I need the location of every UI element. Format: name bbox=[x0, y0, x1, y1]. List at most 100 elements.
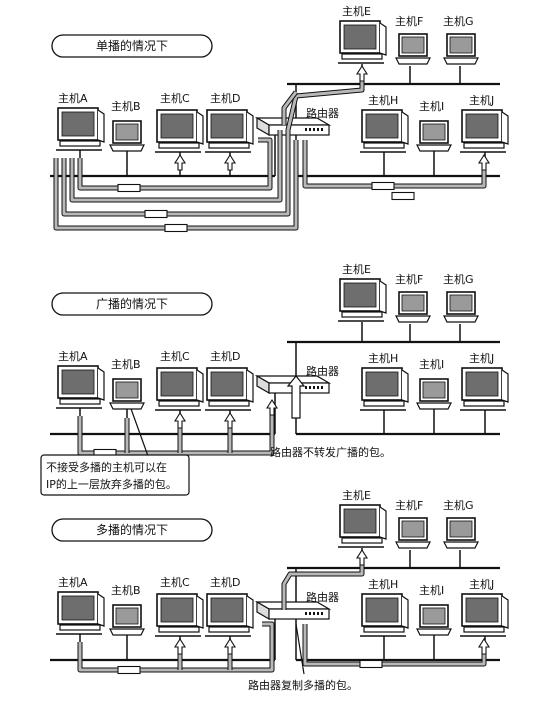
computer-icon bbox=[56, 591, 105, 635]
host-label-f: 主机F bbox=[395, 498, 423, 512]
host-label-d: 主机D bbox=[210, 575, 240, 589]
cable-fill bbox=[78, 408, 274, 455]
screen bbox=[160, 371, 194, 397]
computer-icon bbox=[443, 517, 479, 549]
screen bbox=[465, 371, 499, 397]
host-label-d: 主机D bbox=[210, 349, 240, 363]
screen bbox=[115, 381, 139, 399]
computer-icon bbox=[109, 120, 145, 152]
computer-icon bbox=[360, 367, 409, 411]
host-label-h: 主机H bbox=[368, 577, 398, 591]
screen bbox=[365, 597, 399, 623]
host-label-j: 主机J bbox=[469, 93, 494, 107]
router-icon bbox=[254, 600, 332, 621]
cable-fill bbox=[62, 70, 364, 216]
computer-icon bbox=[460, 593, 509, 637]
packet-icon bbox=[391, 191, 415, 201]
host-label-e: 主机E bbox=[342, 488, 371, 502]
packet-icon bbox=[144, 209, 168, 219]
host-label-f: 主机F bbox=[395, 14, 423, 28]
host-label-e: 主机E bbox=[342, 4, 371, 18]
computer-icon bbox=[443, 33, 479, 65]
host-label-a: 主机A bbox=[58, 91, 88, 105]
computer-icon bbox=[360, 593, 409, 637]
computer-icon bbox=[109, 604, 145, 636]
arrow-up-icon bbox=[478, 153, 490, 171]
screen bbox=[61, 111, 95, 137]
screen bbox=[115, 607, 139, 625]
host-label-e: 主机E bbox=[342, 262, 371, 276]
arrow-up-icon bbox=[266, 398, 278, 416]
packet-icon bbox=[117, 183, 141, 193]
panel-title: 单播的情况下 bbox=[96, 38, 168, 53]
computer-icon bbox=[205, 593, 254, 637]
cable-fill bbox=[78, 138, 272, 190]
computer-icon bbox=[416, 120, 452, 152]
screen bbox=[160, 113, 194, 139]
host-label-g: 主机G bbox=[443, 272, 474, 286]
arrow-up-icon bbox=[478, 637, 490, 655]
computer-icon bbox=[155, 109, 204, 153]
computer-icon bbox=[155, 593, 204, 637]
arrow-up-icon bbox=[174, 637, 186, 655]
computer-icon bbox=[109, 378, 145, 410]
computer-icon bbox=[56, 365, 105, 409]
screen bbox=[343, 282, 377, 308]
cable-fill bbox=[282, 554, 364, 610]
cable-fill bbox=[282, 91, 298, 125]
screen bbox=[422, 381, 446, 399]
host-label-b: 主机B bbox=[111, 357, 141, 371]
host-label-g: 主机G bbox=[443, 14, 474, 28]
computer-icon bbox=[443, 291, 479, 323]
screen bbox=[115, 123, 139, 141]
computer-icon bbox=[395, 33, 431, 65]
cable-fill bbox=[70, 130, 282, 202]
screen bbox=[401, 520, 425, 538]
arrow-up-icon bbox=[224, 153, 236, 171]
packet-icon bbox=[117, 665, 141, 675]
screen bbox=[365, 113, 399, 139]
host-label-a: 主机A bbox=[58, 349, 88, 363]
host-label-c: 主机C bbox=[160, 575, 190, 589]
screen bbox=[365, 371, 399, 397]
panel-title-badge: 多播的情况下 bbox=[51, 518, 213, 542]
host-label-i: 主机I bbox=[419, 99, 444, 113]
screen bbox=[210, 113, 244, 139]
computer-icon bbox=[360, 109, 409, 153]
screen bbox=[449, 36, 473, 54]
host-label-d: 主机D bbox=[210, 91, 240, 105]
computer-icon bbox=[395, 517, 431, 549]
cable-outline bbox=[77, 408, 275, 456]
computer-icon bbox=[338, 20, 387, 64]
screen bbox=[210, 597, 244, 623]
screen bbox=[401, 36, 425, 54]
computer-icon bbox=[416, 378, 452, 410]
arrow-up-icon bbox=[356, 548, 368, 566]
callout-line-1: 不接受多播的主机可以在 bbox=[46, 460, 167, 474]
arrow-up-icon bbox=[356, 64, 368, 82]
arrow-up-icon bbox=[174, 411, 186, 429]
screen bbox=[160, 597, 194, 623]
host-label-h: 主机H bbox=[368, 351, 398, 365]
screen bbox=[449, 520, 473, 538]
screen bbox=[449, 294, 473, 312]
computer-icon bbox=[460, 109, 509, 153]
screen bbox=[422, 123, 446, 141]
blocked-arrow-icon bbox=[286, 375, 306, 419]
panel-title: 多播的情况下 bbox=[96, 522, 168, 537]
cable-fill bbox=[78, 622, 274, 672]
computer-icon bbox=[416, 604, 452, 636]
host-label-c: 主机C bbox=[160, 91, 190, 105]
screen bbox=[61, 369, 95, 395]
host-label-a: 主机A bbox=[58, 575, 88, 589]
panel-title-badge: 广播的情况下 bbox=[51, 292, 213, 316]
router-label: 路由器 bbox=[306, 106, 339, 120]
host-label-b: 主机B bbox=[111, 583, 141, 597]
host-label-c: 主机C bbox=[160, 349, 190, 363]
panel-caption: 路由器复制多播的包。 bbox=[248, 678, 358, 692]
